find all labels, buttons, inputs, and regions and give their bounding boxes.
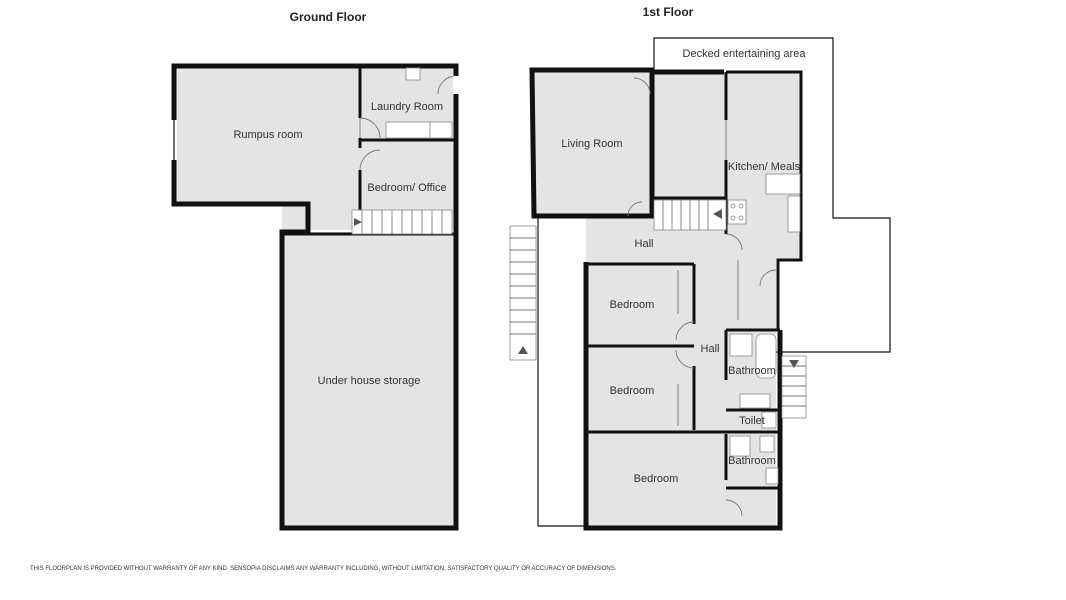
bedroom-2-label: Bedroom — [610, 385, 655, 397]
decked-area-label: Decked entertaining area — [683, 48, 807, 60]
kitchen-side-door-swing — [759, 269, 777, 287]
under-house-storage-fill — [282, 232, 456, 528]
ensuite-shower-icon — [729, 435, 751, 457]
laundry-bench-icon — [385, 121, 431, 139]
bedroom-3-label: Bedroom — [634, 473, 679, 485]
stairs-arrow-icon — [713, 209, 722, 219]
upper-hall-label: Hall — [635, 238, 654, 250]
living-room-label: Living Room — [561, 138, 622, 150]
bedroom-office-label: Bedroom/ Office — [367, 182, 446, 194]
living-door-swing — [633, 77, 651, 95]
ensuite-basin-icon — [765, 467, 779, 485]
bathroom-2-label: Bathroom — [728, 455, 776, 467]
ensuite-door-swing — [725, 499, 743, 517]
lower-hall-label: Hall — [701, 343, 720, 355]
ground-floor-outer-wall — [171, 63, 459, 531]
cooktop-icon — [727, 199, 747, 225]
laundry-external-door-gap — [453, 76, 459, 94]
bedroom-wing-outer-wall — [583, 262, 783, 531]
stairs-arrow-icon — [789, 360, 799, 368]
kitchen-outer-wall — [726, 70, 803, 330]
bathtub-icon — [755, 333, 777, 379]
bedroom-1-label: Bedroom — [610, 299, 655, 311]
ground-floor-title: Ground Floor — [290, 10, 367, 24]
vanity-icon — [739, 393, 771, 409]
stairs-arrow-icon — [518, 346, 528, 354]
laundry-room-label: Laundry Room — [371, 101, 443, 113]
laundry-door-swing — [359, 117, 381, 139]
bedroom-2-door-swing — [675, 349, 695, 369]
east-external-stairs — [781, 355, 807, 419]
kitchen-bench-icon — [765, 173, 801, 195]
kitchen-lower-fill — [726, 260, 776, 328]
bathroom-1-label: Bathroom — [728, 365, 776, 377]
kitchen-meals-label: Kitchen/ Meals — [728, 161, 801, 173]
rumpus-room-label: Rumpus room — [233, 129, 302, 141]
ground-floor-plan: Ground Floor Rumpus room Laundry Room Be… — [171, 10, 459, 531]
decked-area-outline — [653, 37, 891, 353]
stairs-arrow-icon — [354, 218, 362, 226]
kitchen-sink-icon — [787, 195, 801, 233]
disclaimer-text: THIS FLOORPLAN IS PROVIDED WITHOUT WARRA… — [30, 566, 617, 572]
first-floor-stairs — [653, 199, 727, 231]
hall-living-door-swing — [627, 201, 643, 217]
ground-floor-stairs — [351, 209, 453, 235]
shower-icon — [729, 333, 753, 357]
first-floor-title: 1st Floor — [643, 5, 694, 19]
laundry-tub-icon — [429, 121, 453, 139]
laundry-sink-icon — [405, 67, 421, 81]
upper-top-fill — [534, 72, 800, 216]
first-floor-plan: 1st Floor Decked entertaining area Livin… — [509, 5, 891, 531]
west-balcony-outline — [537, 218, 584, 527]
bedroom-1-door-swing — [675, 321, 695, 341]
toilet-icon — [761, 411, 777, 429]
toilet-label: Toilet — [739, 415, 765, 427]
kitchen-door-swing — [725, 233, 743, 251]
west-external-stairs — [509, 225, 537, 361]
ensuite-toilet-icon — [759, 435, 775, 453]
under-house-storage-label: Under house storage — [318, 375, 421, 387]
living-room-wall — [529, 67, 655, 219]
office-door-swing — [359, 149, 381, 171]
